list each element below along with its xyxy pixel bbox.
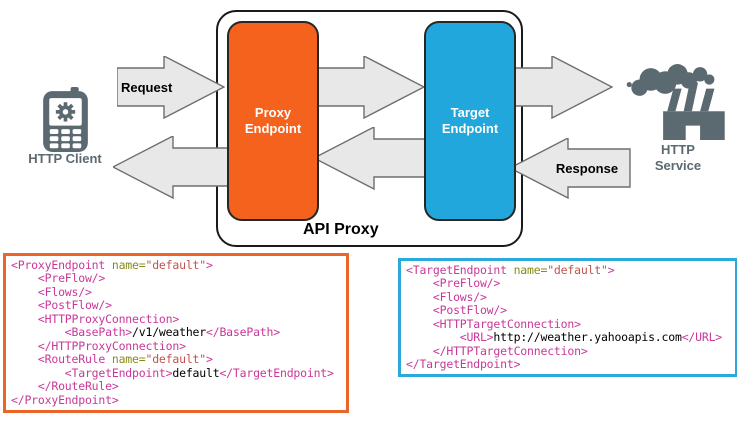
gear-icon: [55, 102, 76, 122]
target-endpoint-label: Target Endpoint: [441, 105, 499, 136]
code-line: <HTTPTargetConnection>: [406, 316, 581, 331]
target-endpoint-code-block: <TargetEndpoint name="default"> <PreFlow…: [398, 258, 737, 377]
request-label: Request: [121, 80, 173, 95]
proxy-endpoint-box: Proxy Endpoint: [227, 21, 319, 221]
code-line: <TargetEndpoint>default</TargetEndpoint>: [11, 365, 334, 380]
client-response-arrow-icon: [113, 136, 230, 199]
code-line: <PreFlow/>: [406, 276, 501, 291]
code-line: <TargetEndpoint name="default">: [406, 263, 615, 277]
code-line: </TargetEndpoint>: [406, 357, 521, 372]
target-endpoint-box: Target Endpoint: [424, 21, 516, 221]
code-line: <PostFlow/>: [406, 303, 507, 318]
code-line: <PostFlow/>: [11, 298, 112, 313]
code-line: <PreFlow/>: [11, 271, 106, 286]
target-to-service-arrow-icon: [509, 56, 613, 119]
code-line: </HTTPProxyConnection>: [11, 338, 186, 353]
http-service-label: HTTP Service: [654, 142, 702, 173]
api-proxy-label: API Proxy: [303, 221, 379, 238]
code-line: </HTTPTargetConnection>: [406, 343, 588, 358]
smoke-cloud-icon: [626, 64, 715, 96]
http-client-label: HTTP Client: [28, 151, 102, 166]
code-line: <HTTPProxyConnection>: [11, 311, 180, 326]
response-label: Response: [555, 161, 619, 176]
code-line: </RouteRule>: [11, 379, 119, 394]
factory-smoke-icon: [626, 64, 725, 140]
code-line: <Flows/>: [406, 289, 487, 304]
code-line: <URL>http://weather.yahooapis.com</URL>: [406, 330, 723, 345]
code-line: <RouteRule name="default">: [11, 352, 213, 367]
proxy-endpoint-label: Proxy Endpoint: [244, 105, 302, 136]
code-line: <BasePath>/v1/weather</BasePath>: [11, 325, 280, 340]
target-to-proxy-arrow-icon: [314, 127, 427, 190]
mobile-phone-icon: [43, 87, 88, 152]
response-arrow-icon: [510, 138, 631, 199]
code-line: </ProxyEndpoint>: [11, 392, 119, 407]
code-line: <ProxyEndpoint name="default">: [11, 258, 213, 272]
code-line: <Flows/>: [11, 284, 92, 299]
proxy-endpoint-code-block: <ProxyEndpoint name="default"> <PreFlow/…: [3, 253, 349, 413]
request-arrow-icon: [117, 56, 225, 119]
proxy-to-target-arrow-icon: [313, 56, 425, 119]
